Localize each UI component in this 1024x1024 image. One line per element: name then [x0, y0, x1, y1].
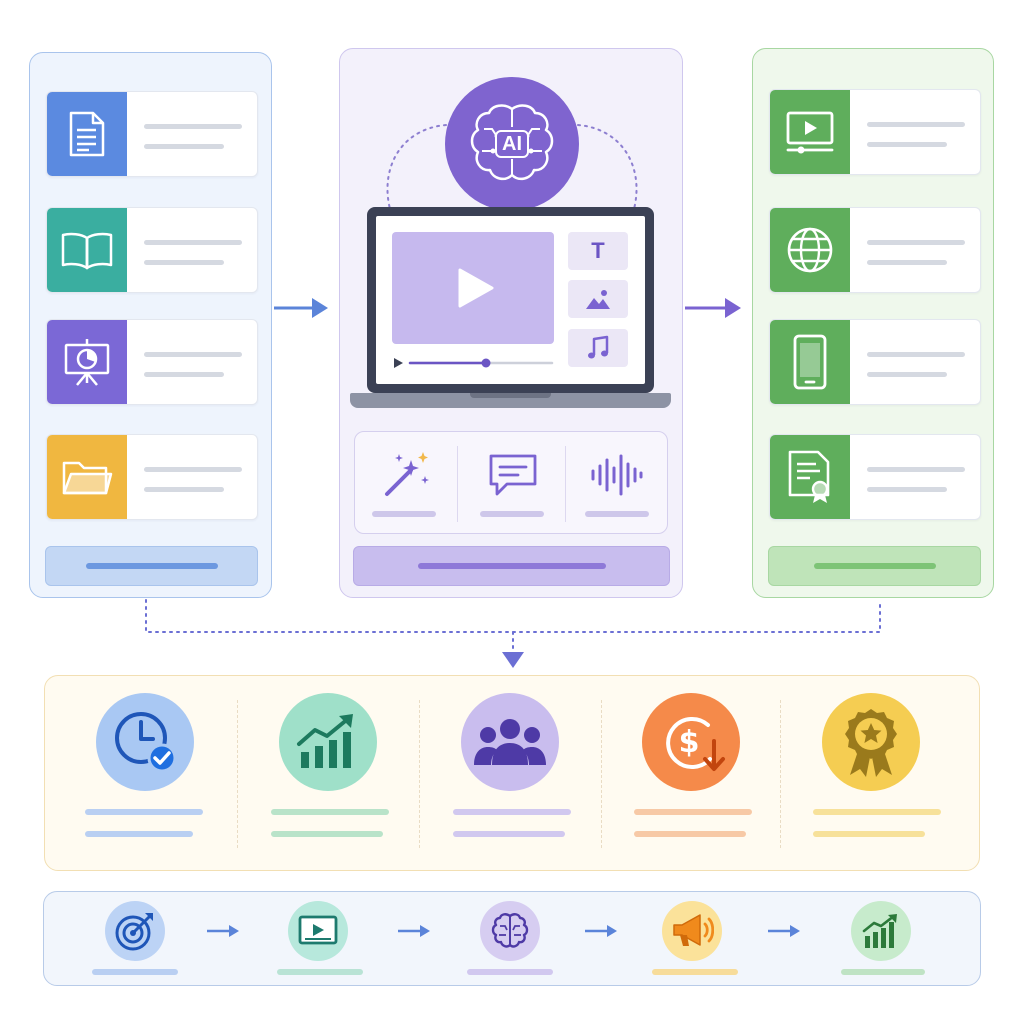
output-card-web — [769, 207, 981, 293]
placeholder-line — [144, 467, 242, 472]
step-video — [288, 901, 348, 961]
team-icon — [474, 719, 546, 765]
video-progress-bar[interactable] — [392, 356, 554, 370]
voice-audio-tool[interactable] — [567, 432, 669, 535]
step-target — [105, 901, 165, 961]
sound-wave-icon — [591, 454, 643, 496]
ai-badge-label: AI — [502, 133, 522, 155]
placeholder-line — [867, 487, 947, 492]
presentation-chart-icon — [64, 339, 110, 386]
music-note-icon — [588, 335, 609, 359]
input-card-book — [46, 207, 258, 293]
image-tool-button[interactable] — [568, 280, 628, 318]
ai-panel-footer-bar — [353, 546, 670, 586]
megaphone-icon — [673, 914, 714, 946]
placeholder-line — [144, 372, 224, 377]
certificate-icon — [788, 450, 830, 503]
input-sources-panel — [29, 52, 272, 598]
chat-script-tool[interactable] — [459, 432, 565, 535]
placeholder-line — [144, 260, 224, 265]
ai-brain-badge: AI — [445, 77, 579, 211]
clock-check-icon — [115, 712, 177, 773]
video-preview[interactable] — [392, 232, 554, 344]
output-panel-footer-bar — [768, 546, 981, 586]
input-panel-footer-bar — [45, 546, 258, 586]
output-formats-panel — [752, 48, 994, 598]
placeholder-line — [144, 240, 242, 245]
ai-brain-icon — [470, 104, 554, 181]
image-icon — [586, 290, 610, 309]
audio-tool-button[interactable] — [568, 329, 628, 367]
output-card-mobile — [769, 319, 981, 405]
step-promote — [662, 901, 722, 961]
laptop-screen: T — [367, 207, 654, 393]
process-steps-panel — [43, 891, 981, 986]
svg-text:$: $ — [679, 725, 700, 760]
video-icon — [298, 915, 338, 945]
smartphone-icon — [793, 334, 827, 390]
laptop-base — [350, 393, 671, 408]
step-arrow — [585, 925, 617, 937]
benefits-panel: $ — [44, 675, 980, 871]
placeholder-line — [867, 260, 947, 265]
ai-processing-panel: AI T — [339, 48, 683, 598]
dotted-connector — [145, 599, 881, 668]
placeholder-line — [867, 240, 965, 245]
benefit-team — [461, 693, 559, 791]
placeholder-line — [867, 352, 965, 357]
input-card-presentation — [46, 319, 258, 405]
output-card-certificate — [769, 434, 981, 520]
placeholder-line — [867, 372, 947, 377]
growth-chart-icon — [862, 914, 897, 948]
flow-arrow-right — [274, 298, 328, 318]
placeholder-line — [144, 487, 224, 492]
flow-arrow-right — [685, 298, 741, 318]
growth-chart-icon — [297, 714, 353, 768]
chat-bubble-icon — [489, 454, 537, 496]
placeholder-line — [144, 124, 242, 129]
ai-tools-strip — [354, 431, 668, 534]
placeholder-line — [867, 467, 965, 472]
output-card-video — [769, 89, 981, 175]
benefit-quality-award — [822, 693, 920, 791]
placeholder-line — [144, 144, 224, 149]
award-badge-icon — [845, 709, 897, 777]
benefit-time-saving — [96, 693, 194, 791]
folder-icon — [62, 461, 113, 495]
placeholder-line — [867, 142, 947, 147]
placeholder-line — [867, 122, 965, 127]
step-growth — [851, 901, 911, 961]
target-icon — [115, 913, 153, 951]
step-arrow — [207, 925, 239, 937]
benefit-growth — [279, 693, 377, 791]
benefit-cost-reduction: $ — [642, 693, 740, 791]
input-card-document — [46, 91, 258, 177]
open-book-icon — [61, 232, 113, 270]
text-tool-button[interactable]: T — [568, 232, 628, 270]
placeholder-line — [144, 352, 242, 357]
input-card-folder — [46, 434, 258, 520]
ai-brain-icon — [491, 913, 529, 948]
step-arrow — [768, 925, 800, 937]
globe-icon — [787, 227, 833, 273]
magic-wand-icon — [385, 452, 429, 496]
play-icon[interactable] — [452, 266, 496, 310]
laptop-display: T — [376, 216, 645, 384]
video-player-icon — [786, 111, 834, 154]
cost-reduction-icon: $ — [666, 717, 725, 771]
step-ai-brain — [480, 901, 540, 961]
document-icon — [69, 111, 105, 157]
connector-arcs — [386, 124, 638, 210]
magic-wand-tool[interactable] — [355, 432, 459, 535]
step-arrow — [398, 925, 430, 937]
